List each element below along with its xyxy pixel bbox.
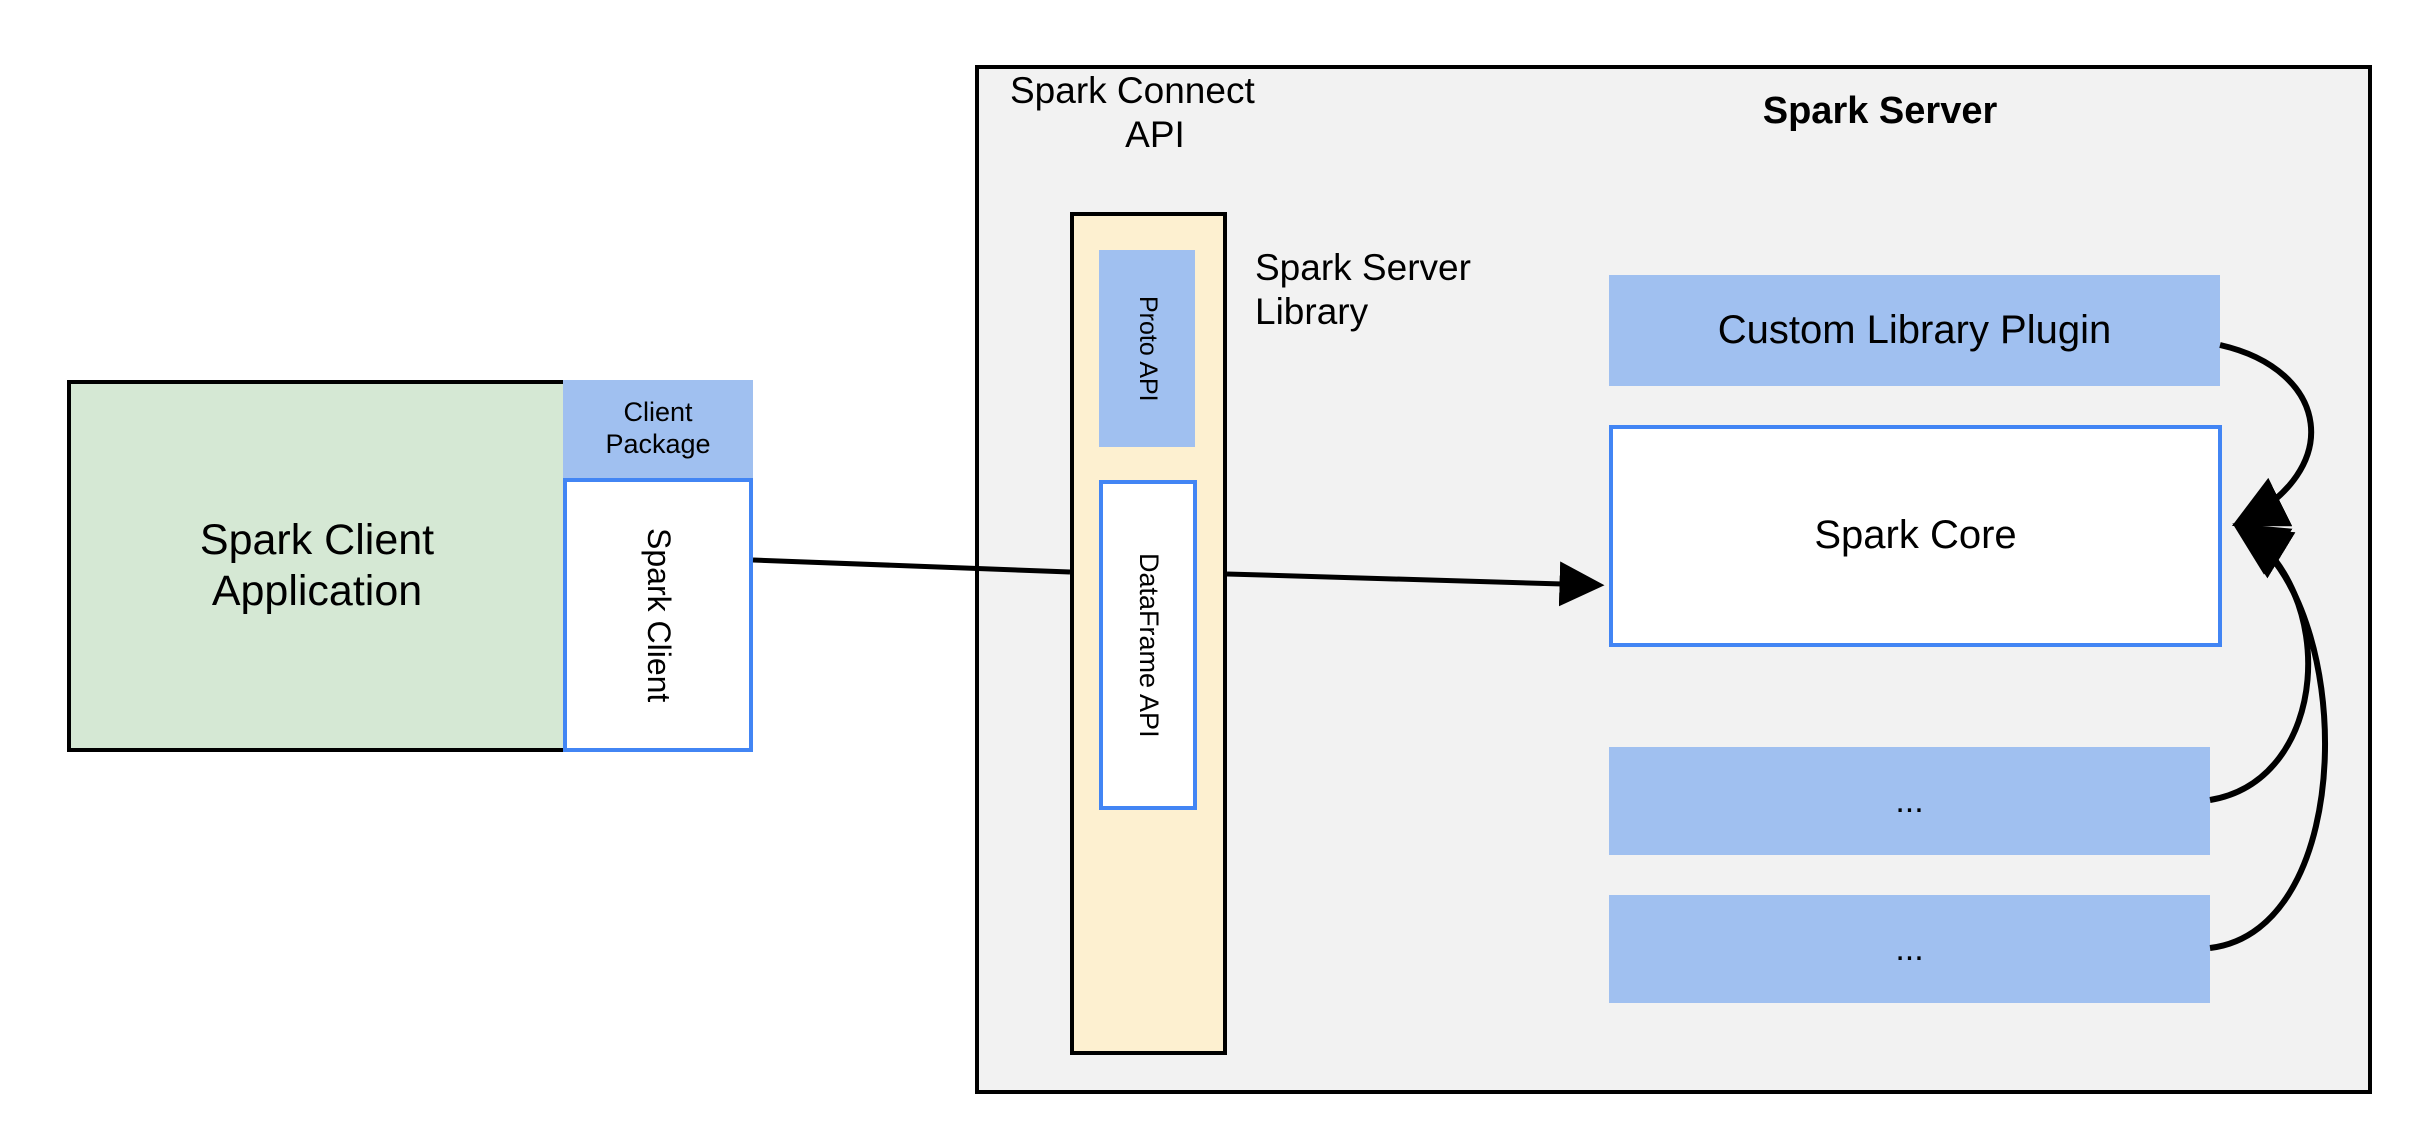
ellipsis-label-1: ... [1895, 781, 1924, 820]
spark-client-application-label-line2: Application [211, 567, 423, 615]
ellipsis-box-2: ... [1609, 895, 2210, 1003]
proto-api-box: Proto API [1099, 250, 1195, 447]
spark-client-label: Spark Client [640, 527, 677, 703]
client-package-label: Client Package [605, 397, 710, 461]
proto-api-label: Proto API [1133, 295, 1162, 402]
spark-server-library-label: Spark Server Library [1255, 245, 1545, 335]
spark-client-application-label: Spark Client Application [182, 515, 452, 616]
ellipsis-box-1: ... [1609, 747, 2210, 855]
spark-connect-api-label: Spark Connect API [1010, 68, 1300, 158]
client-package-box: Client Package [563, 380, 753, 478]
custom-library-plugin-label: Custom Library Plugin [1717, 307, 2112, 352]
spark-client-application-label-line1: Spark Client [199, 516, 435, 565]
ellipsis-label-2: ... [1895, 929, 1924, 968]
spark-server-library-label-line1: Spark Server [1255, 247, 1471, 289]
spark-connect-api-label-line1: Spark Connect [1010, 70, 1255, 112]
spark-client-box: Spark Client [563, 478, 753, 752]
spark-core-label: Spark Core [1814, 513, 2017, 558]
spark-connect-api-label-line2: API [1125, 114, 1185, 155]
spark-core-box: Spark Core [1609, 425, 2222, 647]
spark-server-library-label-line2: Library [1255, 291, 1369, 332]
spark-client-application-box: Spark Client Application [67, 380, 567, 752]
client-package-label-line2: Package [605, 429, 711, 459]
spark-server-title: Spark Server [1762, 89, 1998, 132]
client-package-label-line1: Client [623, 397, 693, 428]
dataframe-api-label: DataFrame API [1133, 552, 1164, 738]
dataframe-api-box: DataFrame API [1099, 480, 1197, 810]
custom-library-plugin-box: Custom Library Plugin [1609, 275, 2220, 386]
